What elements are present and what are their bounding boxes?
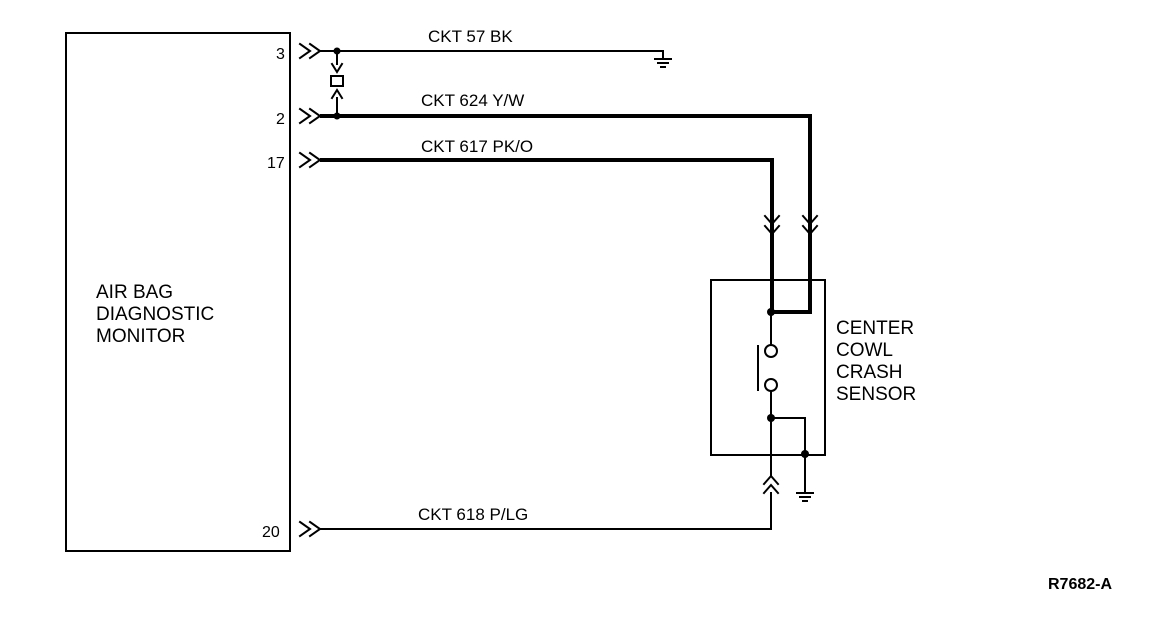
pin-number-3: 3 [276, 46, 285, 63]
sensor-connector-618 [762, 474, 780, 495]
connector-pin-17 [298, 151, 322, 169]
wire-ckt-624-yw [320, 114, 812, 235]
reference-code: R7682-A [1048, 576, 1112, 593]
diode-symbol [330, 50, 344, 117]
wire-label-ckt-57-bk: CKT 57 BK [428, 27, 513, 46]
connector-pin-20 [298, 520, 322, 538]
wire-ckt-618-plg [319, 492, 772, 530]
wire-label-ckt-624-yw: CKT 624 Y/W [421, 91, 524, 110]
connector-pin-2 [298, 107, 322, 125]
monitor-label-line-3: MONITOR [96, 326, 185, 347]
pin-number-2: 2 [276, 111, 285, 128]
switch-contact-lower [764, 378, 778, 392]
connector-pin-3 [298, 42, 322, 60]
pin-number-17: 17 [267, 155, 285, 172]
center-cowl-crash-sensor-box [710, 279, 826, 456]
wire-label-ckt-617-pko: CKT 617 PK/O [421, 137, 533, 156]
sensor-label-line-3: CRASH [836, 362, 903, 383]
sensor-label-line-1: CENTER [836, 318, 914, 339]
air-bag-diagnostic-monitor-box [65, 32, 291, 552]
wire-ckt-617-pko [320, 158, 774, 235]
wire-label-ckt-618-plg: CKT 618 P/LG [418, 505, 528, 524]
switch-contact-upper [764, 344, 778, 358]
ground-symbol-top [654, 58, 672, 68]
ground-symbol-sensor [796, 492, 814, 502]
monitor-label-line-2: DIAGNOSTIC [96, 304, 214, 325]
sensor-label-line-4: SENSOR [836, 384, 916, 405]
monitor-label-line-1: AIR BAG [96, 282, 173, 303]
sensor-label-line-2: COWL [836, 340, 893, 361]
pin-number-20: 20 [262, 524, 280, 541]
